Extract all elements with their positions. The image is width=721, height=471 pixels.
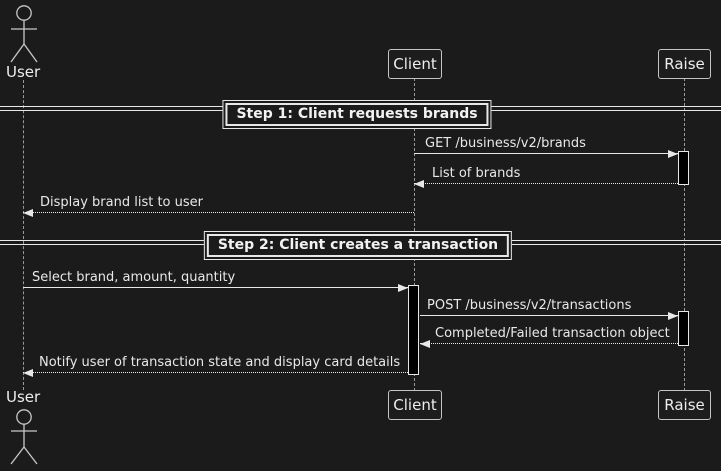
divider-step-1: Step 1: Client requests brands bbox=[222, 100, 492, 129]
divider-step-2: Step 2: Client creates a transaction bbox=[203, 231, 513, 260]
participant-raise-top: Raise bbox=[658, 49, 711, 79]
message-label: POST /business/v2/transactions bbox=[427, 298, 632, 313]
arrowhead-right-icon bbox=[668, 150, 678, 158]
activation-raise-step2 bbox=[678, 311, 689, 346]
participant-client-bottom: Client bbox=[388, 390, 442, 420]
arrowhead-left-icon bbox=[23, 369, 33, 377]
message-select-brand: Select brand, amount, quantity bbox=[23, 269, 408, 292]
divider-step-1-label: Step 1: Client requests brands bbox=[225, 103, 489, 126]
message-label: GET /business/v2/brands bbox=[425, 136, 586, 151]
message-line bbox=[420, 343, 678, 344]
arrowhead-right-icon bbox=[398, 284, 408, 292]
message-display-brand-list: Display brand list to user bbox=[23, 194, 414, 217]
message-line bbox=[420, 315, 678, 316]
participant-raise-bottom: Raise bbox=[658, 390, 711, 420]
message-label: Select brand, amount, quantity bbox=[32, 270, 236, 285]
message-list-of-brands: List of brands bbox=[414, 165, 678, 188]
message-notify-user: Notify user of transaction state and dis… bbox=[23, 354, 408, 377]
actor-icon-user-top bbox=[10, 5, 38, 63]
divider-step-2-label: Step 2: Client creates a transaction bbox=[206, 234, 510, 257]
lifeline-raise bbox=[684, 78, 685, 391]
lifeline-user bbox=[23, 80, 24, 390]
actor-label-user-top: User bbox=[6, 63, 41, 81]
message-get-brands: GET /business/v2/brands bbox=[414, 135, 678, 158]
actor-icon-user-bottom bbox=[10, 409, 38, 465]
message-transaction-object: Completed/Failed transaction object bbox=[420, 325, 678, 348]
message-label: List of brands bbox=[432, 166, 521, 181]
message-label: Completed/Failed transaction object bbox=[435, 326, 670, 341]
message-line bbox=[414, 153, 678, 154]
arrowhead-left-icon bbox=[23, 209, 33, 217]
activation-client-step2 bbox=[408, 285, 419, 375]
message-line bbox=[23, 212, 414, 213]
activation-raise-step1 bbox=[678, 151, 689, 185]
arrowhead-left-icon bbox=[420, 340, 430, 348]
arrowhead-right-icon bbox=[668, 312, 678, 320]
message-line bbox=[414, 183, 678, 184]
message-post-transactions: POST /business/v2/transactions bbox=[420, 297, 678, 320]
arrowhead-left-icon bbox=[414, 180, 424, 188]
actor-label-user-bottom: User bbox=[6, 388, 41, 406]
participant-client-top: Client bbox=[388, 49, 442, 79]
message-label: Notify user of transaction state and dis… bbox=[39, 355, 401, 370]
message-line bbox=[23, 287, 408, 288]
message-line bbox=[23, 372, 408, 373]
message-label: Display brand list to user bbox=[40, 195, 204, 210]
